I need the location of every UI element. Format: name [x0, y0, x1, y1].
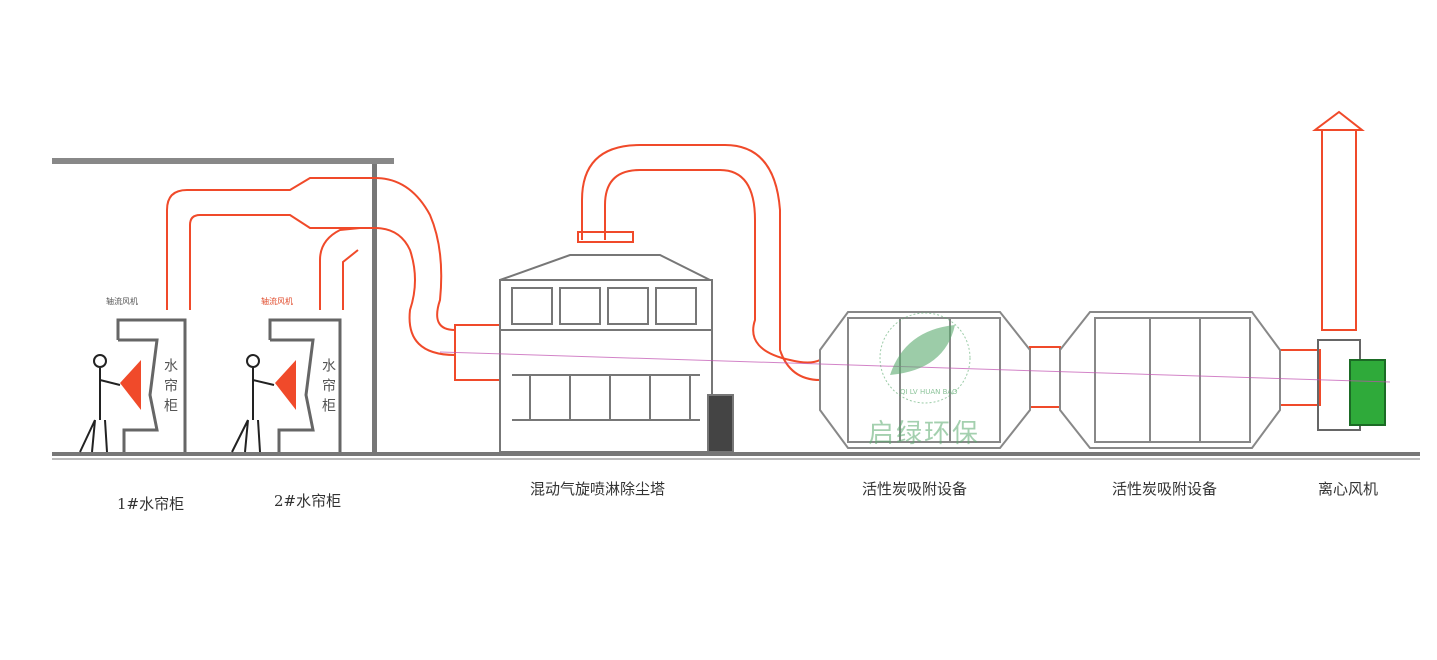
axial-fan-label-2: 轴流风机 — [261, 297, 293, 306]
watermark-en: QI LV HUAN BAO — [900, 388, 958, 396]
cabinet-2-label: 2#水帘柜 — [274, 492, 342, 510]
worker-1-icon — [79, 354, 121, 453]
carbon-adsorber-2-label: 活性炭吸附设备 — [1112, 480, 1218, 498]
centrifugal-fan — [1317, 339, 1386, 431]
cabinet-2-vertical-label: 水帘柜 — [320, 358, 336, 418]
logo-watermark — [879, 312, 971, 404]
exhaust-duct — [166, 110, 1365, 408]
carbon-adsorber-2 — [1059, 311, 1281, 449]
spray-cone-2 — [275, 360, 296, 410]
worker-2-icon — [231, 354, 275, 453]
centrifugal-fan-label: 离心风机 — [1318, 480, 1379, 498]
cabinet-1-vertical-label: 水帘柜 — [162, 358, 178, 418]
watermark-cn: 启绿环保 — [868, 419, 981, 449]
water-curtain-cabinet-1 — [116, 318, 187, 452]
axial-fan-label-1: 轴流风机 — [106, 297, 138, 306]
building-structure — [52, 158, 1420, 460]
spray-cone-1 — [120, 360, 141, 410]
carbon-adsorber-1-label: 活性炭吸附设备 — [862, 480, 968, 498]
carbon-adsorber-1 — [819, 311, 1031, 449]
spray-tower-label: 混动气旋喷淋除尘塔 — [530, 480, 666, 498]
water-curtain-cabinet-2 — [268, 318, 342, 452]
cabinet-1-label: 1#水帘柜 — [117, 495, 185, 513]
spray-tower — [499, 254, 734, 453]
